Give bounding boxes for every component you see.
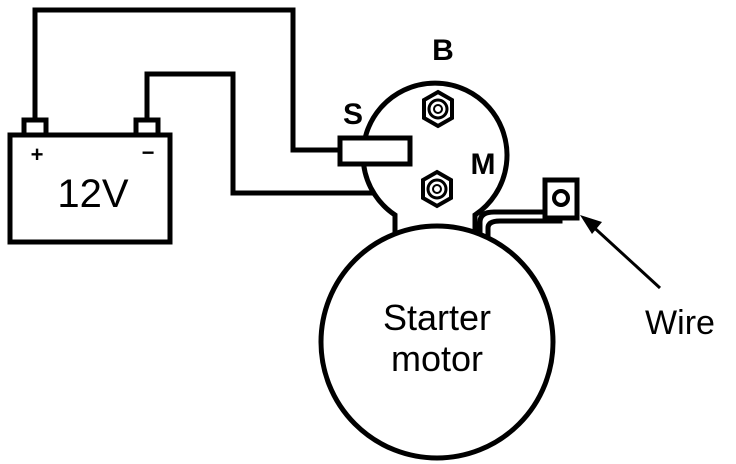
battery-voltage-label: 12V bbox=[57, 172, 128, 216]
terminal-b-nut bbox=[422, 89, 454, 129]
callout-arrowhead bbox=[580, 215, 602, 234]
terminal-m-nut bbox=[421, 169, 453, 209]
ground-bolt bbox=[552, 189, 570, 207]
battery-plus-sign: + bbox=[31, 142, 44, 167]
wire-callout: Wire bbox=[580, 215, 715, 342]
negative-wire bbox=[144, 71, 428, 196]
callout-label: Wire bbox=[645, 304, 715, 342]
starter-motor-label-line1: Starter bbox=[383, 297, 491, 338]
terminal-b-label: B bbox=[432, 34, 454, 67]
starter-motor-label-line2: motor bbox=[391, 338, 483, 379]
battery-minus-sign: − bbox=[142, 140, 155, 165]
battery-body bbox=[7, 132, 173, 245]
battery: + − 12V bbox=[7, 117, 173, 245]
starter-motor-housing bbox=[318, 223, 556, 461]
solenoid: B S M bbox=[337, 34, 580, 243]
terminal-s-label: S bbox=[343, 98, 363, 131]
starter-motor: Starter motor bbox=[318, 223, 556, 461]
terminal-s-tab bbox=[337, 135, 413, 167]
callout-leader-line bbox=[586, 220, 662, 290]
terminal-m-label: M bbox=[471, 148, 496, 181]
positive-wire bbox=[32, 7, 345, 153]
